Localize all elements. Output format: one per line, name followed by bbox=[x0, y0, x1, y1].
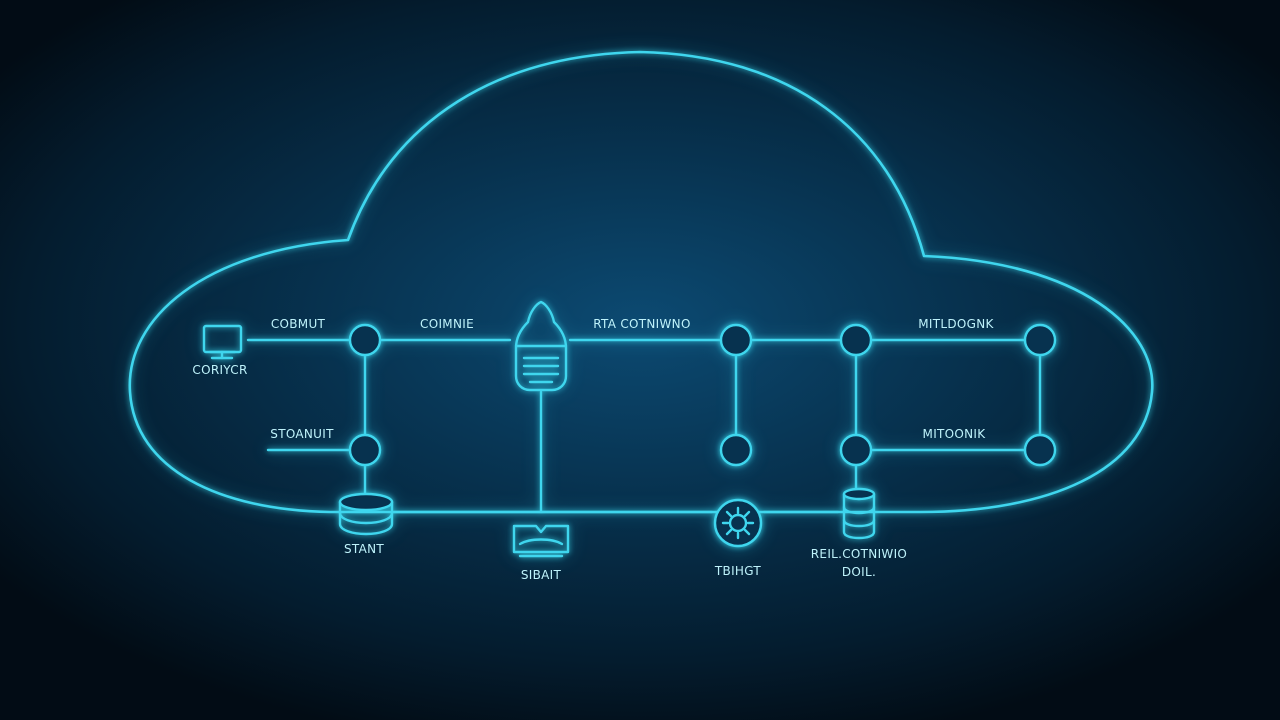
label-database-left: STANT bbox=[344, 542, 384, 556]
label-computer: CORIYCR bbox=[192, 363, 247, 377]
junction-node bbox=[348, 323, 382, 357]
database-icon bbox=[338, 492, 394, 536]
label-switch: SIBAIT bbox=[521, 568, 562, 582]
junction-node bbox=[839, 433, 873, 467]
junction-node bbox=[1023, 433, 1057, 467]
junction-node bbox=[1023, 323, 1057, 357]
cloud-outline bbox=[128, 50, 1154, 514]
junction-node bbox=[839, 323, 873, 357]
monitor-icon bbox=[202, 324, 243, 360]
cloud-server-icon bbox=[514, 300, 568, 392]
junction-node bbox=[719, 433, 753, 467]
network-switch-icon bbox=[512, 524, 570, 558]
label-mid-left: STOANUIT bbox=[270, 427, 334, 441]
label-database-right-line1: REIL.COTNIWIO bbox=[811, 547, 907, 561]
label-top-right: MITLDOGNK bbox=[918, 317, 994, 331]
connector-lines bbox=[246, 338, 1042, 514]
label-gear: TBIHGT bbox=[714, 564, 761, 578]
label-top-center: RTA COTNIWNO bbox=[593, 317, 690, 331]
gear-icon bbox=[713, 498, 763, 548]
label-mid-right: MITOONIK bbox=[923, 427, 987, 441]
label-top-mid: COIMNIE bbox=[420, 317, 474, 331]
junction-node bbox=[348, 433, 382, 467]
junction-node bbox=[719, 323, 753, 357]
label-database-right-line2: DOIL. bbox=[842, 565, 876, 579]
database-icon bbox=[842, 487, 876, 540]
junction-nodes bbox=[348, 323, 1057, 467]
label-computer-top: COBMUT bbox=[271, 317, 326, 331]
